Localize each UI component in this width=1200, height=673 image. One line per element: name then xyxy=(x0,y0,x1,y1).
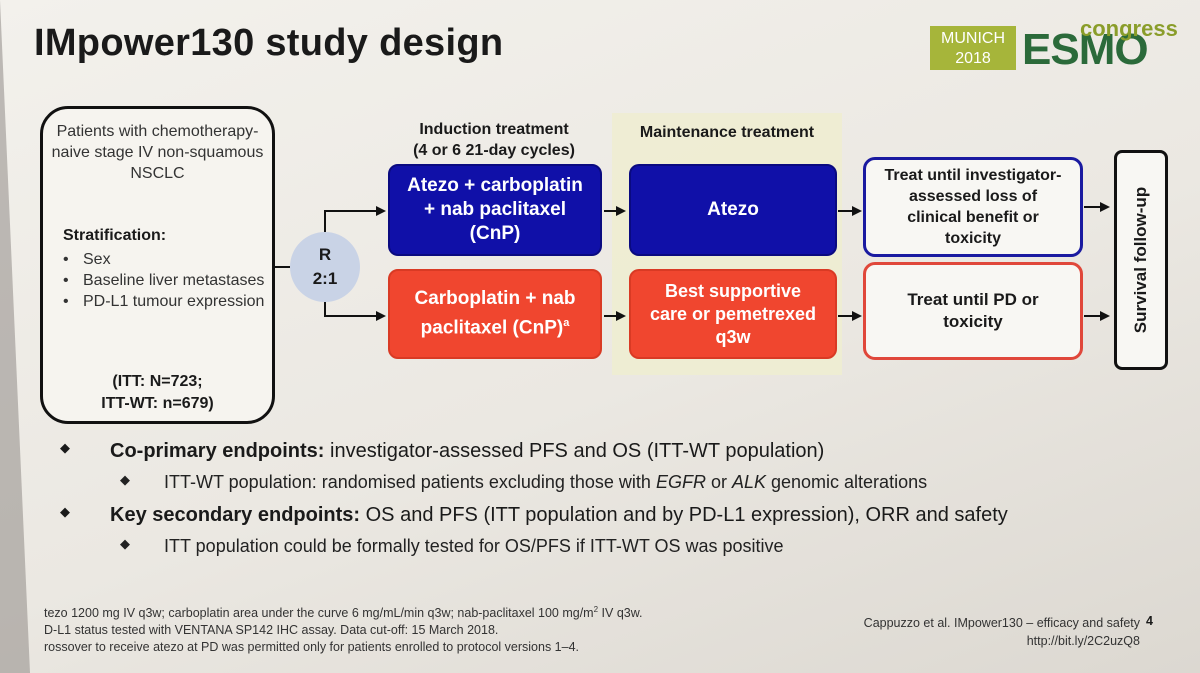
induction-header-title: Induction treatment xyxy=(419,121,569,138)
survival-follow-up-box: Survival follow-up xyxy=(1114,150,1168,370)
control-maintenance-label: Best supportive care or pemetrexed q3w xyxy=(649,280,817,347)
footnote-dosing: tezo 1200 mg IV q3w; carboplatin area un… xyxy=(44,601,643,622)
diamond-bullet-icon: ◆ xyxy=(120,536,130,551)
atezo-induction-label: Atezo + carboplatin + nab paclitaxel (Cn… xyxy=(407,175,583,244)
maintenance-header: Maintenance treatment xyxy=(639,124,815,141)
randomisation-label: R xyxy=(318,245,332,264)
control-induction-footnote-mark: a xyxy=(563,317,570,330)
stratification-item: Sex xyxy=(63,249,264,270)
patient-population-box: Patients with chemotherapy-naive stage I… xyxy=(40,106,275,424)
ittwt-or: or xyxy=(705,472,732,492)
stratification-item: PD-L1 tumour expression xyxy=(63,291,264,312)
control-induction-label: Carboplatin + nab paclitaxel (CnP)a xyxy=(402,287,588,340)
secondary-label: Key secondary endpoints: xyxy=(110,504,361,526)
itt-wt-count: ITT-WT: n=679) xyxy=(101,395,214,412)
slide-title: IMpower130 study design xyxy=(34,22,504,64)
citation: Cappuzzo et al. IMpower130 – efficacy an… xyxy=(864,614,1140,650)
footnote-pdl1: D-L1 status tested with VENTANA SP142 IH… xyxy=(44,623,499,638)
control-maintenance-box: Best supportive care or pemetrexed q3w xyxy=(629,269,837,359)
atezo-induction-box: Atezo + carboplatin + nab paclitaxel (Cn… xyxy=(388,164,602,256)
diamond-bullet-icon: ◆ xyxy=(60,440,70,455)
diamond-bullet-icon: ◆ xyxy=(60,504,70,519)
atezo-maintenance-box: Atezo xyxy=(629,164,837,256)
control-outcome-label: Treat until PD or toxicity xyxy=(907,290,1039,331)
atezo-maintenance-label: Atezo xyxy=(707,199,759,220)
survival-follow-up-label: Survival follow-up xyxy=(1131,186,1150,334)
ittwt-text: ITT-WT population: randomised patients e… xyxy=(164,472,927,493)
stratification-title: Stratification: xyxy=(63,227,167,244)
slide-edge-shadow xyxy=(0,0,30,673)
stratification-list: Sex Baseline liver metastases PD-L1 tumo… xyxy=(63,249,264,312)
induction-header: Induction treatment (4 or 6 21-day cycle… xyxy=(384,119,604,161)
ittwt-alk: ALK xyxy=(731,472,766,492)
footnote-crossover: rossover to receive atezo at PD was perm… xyxy=(44,640,579,655)
patient-description: Patients with chemotherapy-naive stage I… xyxy=(51,123,264,182)
randomisation-ratio: 2:1 xyxy=(312,269,338,288)
coprimary-description: investigator-assessed PFS and OS (ITT-WT… xyxy=(324,440,825,462)
arrow-rand-to-atezo xyxy=(324,206,386,232)
control-induction-box: Carboplatin + nab paclitaxel (CnP)a xyxy=(388,269,602,359)
diamond-bullet-icon: ◆ xyxy=(120,472,130,487)
footnote-dosing-sup: 2 xyxy=(593,605,599,614)
citation-title: Cappuzzo et al. IMpower130 – efficacy an… xyxy=(863,616,1140,630)
secondary-description: OS and PFS (ITT population and by PD-L1 … xyxy=(360,504,1008,526)
page-number: 4 xyxy=(1146,614,1153,628)
logo-word: congress xyxy=(1080,16,1178,41)
coprimary-text: Co-primary endpoints: investigator-asses… xyxy=(110,440,824,463)
randomisation-circle: R 2:1 xyxy=(290,232,360,302)
logo-brand: ESMO xyxy=(1022,25,1149,74)
logo-year: 2018 xyxy=(955,50,991,67)
arrow-rand-to-control xyxy=(324,302,386,321)
footnote-dosing-pre: tezo 1200 mg IV q3w; carboplatin area un… xyxy=(44,606,594,621)
itt-test-text: ITT population could be formally tested … xyxy=(164,536,784,556)
logo-city: MUNICH xyxy=(941,30,1005,47)
itt-count: (ITT: N=723; xyxy=(112,373,203,390)
control-outcome-box: Treat until PD or toxicity xyxy=(863,262,1083,360)
ittwt-pre: ITT-WT population: randomised patients e… xyxy=(164,472,656,492)
stratification-item: Baseline liver metastases xyxy=(63,270,264,291)
induction-header-cycles: (4 or 6 21-day cycles) xyxy=(413,142,575,159)
itt-counts: (ITT: N=723; ITT-WT: n=679) xyxy=(43,371,272,415)
secondary-text: Key secondary endpoints: OS and PFS (ITT… xyxy=(110,504,1008,527)
ittwt-post: genomic alterations xyxy=(766,472,928,492)
logo-city-block: MUNICH 2018 xyxy=(930,26,1016,70)
footnotes: tezo 1200 mg IV q3w; carboplatin area un… xyxy=(44,601,643,656)
coprimary-label: Co-primary endpoints: xyxy=(110,440,325,462)
atezo-outcome-box: Treat until investigator-assessed loss o… xyxy=(863,157,1083,257)
citation-link[interactable]: http://bit.ly/2C2uzQ8 xyxy=(1026,634,1140,648)
esmo-congress-logo: MUNICH 2018 ESMO congress xyxy=(930,12,1180,82)
control-induction-text: Carboplatin + nab paclitaxel (CnP) xyxy=(414,288,576,339)
atezo-outcome-label: Treat until investigator-assessed loss o… xyxy=(884,167,1062,247)
ittwt-egfr: EGFR xyxy=(655,472,706,492)
footnote-dosing-post: IV q3w. xyxy=(598,606,643,621)
